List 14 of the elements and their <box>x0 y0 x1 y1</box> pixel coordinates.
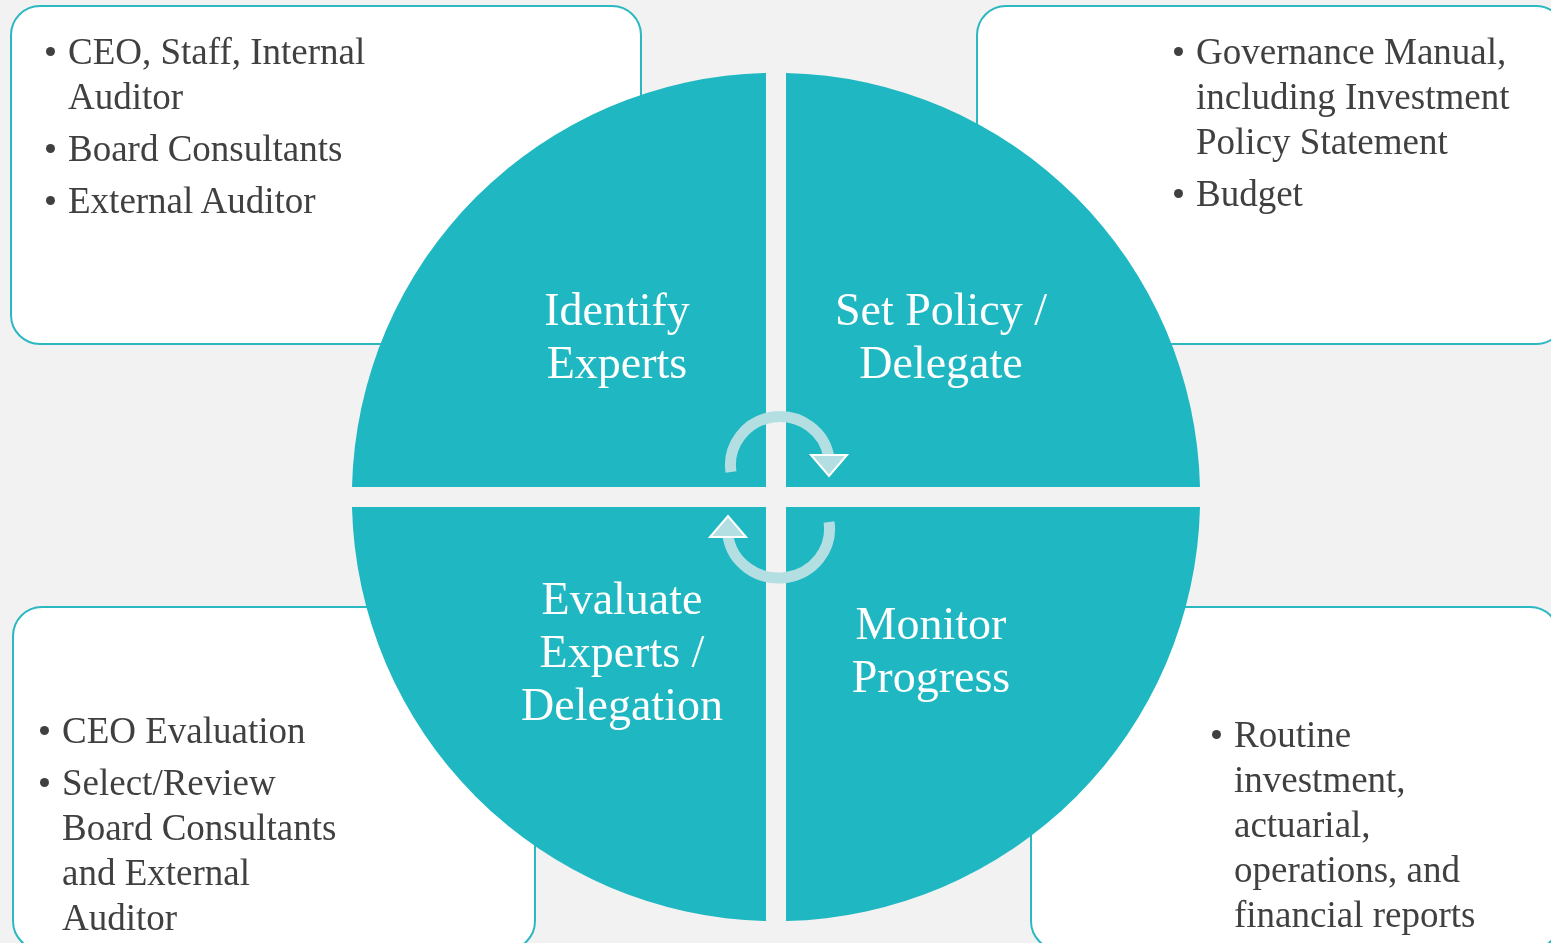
bullet-item: CEO Evaluation <box>40 708 340 753</box>
quadrant-label: Set Policy / Delegate <box>833 283 1049 389</box>
quadrant-label: Monitor Progress <box>850 597 1012 703</box>
curved-arrow <box>707 514 835 584</box>
bullet-item: Board Consultants <box>46 126 446 171</box>
curved-arrow <box>725 411 850 478</box>
quadrant-label: Evaluate Experts / Delegation <box>520 572 724 731</box>
quadrant-label: Identify Experts <box>543 283 691 389</box>
bullet-item: Governance Manual, including Investment Policy Statement <box>1174 29 1534 164</box>
bullet-item: Select/Review Board Consultants and External Auditor <box>40 760 340 940</box>
bullet-item: Routine investment, actuarial, operations, and financial reports <box>1212 712 1532 937</box>
bullet-item: External Auditor <box>46 178 446 223</box>
bullet-item: Budget <box>1174 171 1534 216</box>
bullet-item: CEO, Staff, Internal Auditor <box>46 29 446 119</box>
